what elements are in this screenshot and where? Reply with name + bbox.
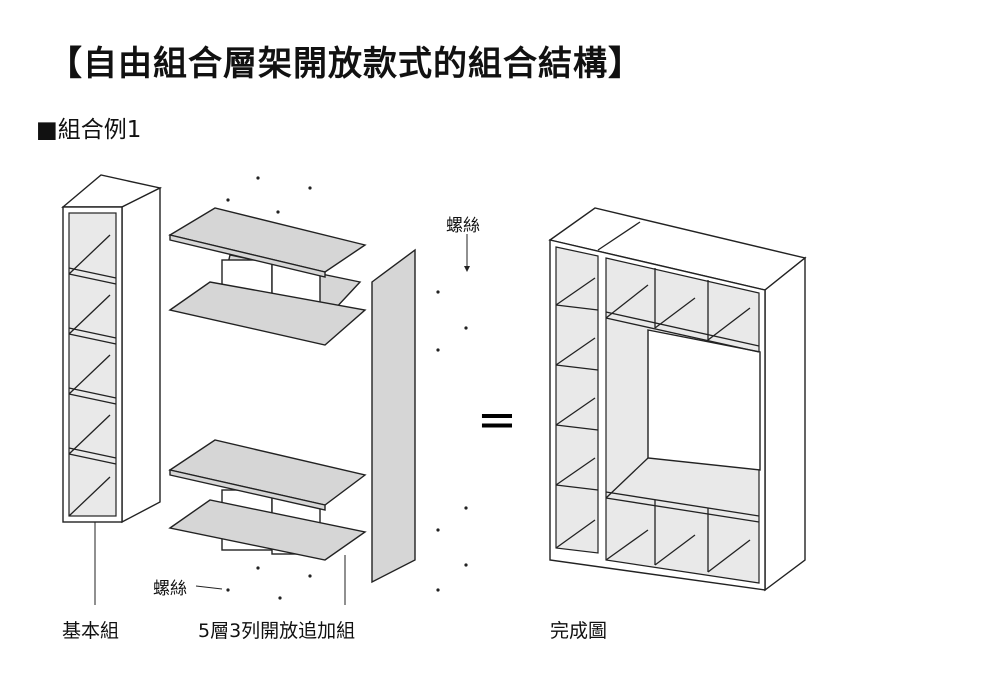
add-on-lower-module [168,439,367,561]
add-on-upper-module [168,207,367,346]
basic-set-label: 基本組 [62,620,120,642]
add-on-set-label: 5層3列開放追加組 [198,620,356,642]
section-heading: ■組合例1 [36,117,142,143]
screws [226,176,468,600]
basic-set-shelf [61,174,163,524]
equals-sign: = [477,392,517,448]
completed-shelf [548,207,807,592]
completed-label: 完成圖 [550,620,608,642]
screw-label-top: 螺絲 [446,216,480,236]
side-panel [371,248,416,584]
page-title: 【自由組合層架開放款式的組合結構】 [48,44,643,84]
screw-label-bottom: 螺絲 [153,579,187,599]
